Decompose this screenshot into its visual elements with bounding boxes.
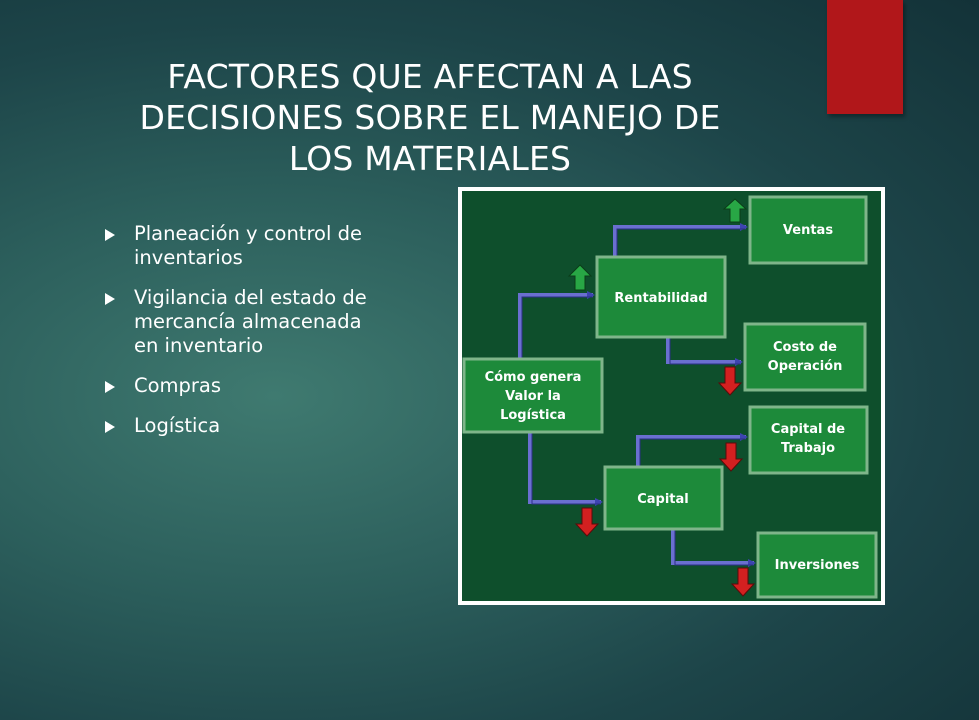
arrow-down-icon bbox=[730, 567, 756, 597]
bullet-text: Vigilancia del estado de bbox=[134, 286, 367, 309]
box-ventas-label: Ventas bbox=[783, 223, 833, 238]
bullet-item-vigilancia: Vigilancia del estado de mercancía almac… bbox=[100, 286, 430, 358]
bullet-arrow-icon bbox=[105, 381, 115, 393]
box-root-line-3: Logística bbox=[500, 408, 566, 423]
bullet-arrow-icon bbox=[105, 229, 115, 241]
connector-root-capital bbox=[528, 432, 603, 506]
box-root-line-2: Valor la bbox=[505, 389, 561, 404]
box-capital-trabajo-line-2: Trabajo bbox=[781, 441, 835, 456]
box-inversiones: Inversiones bbox=[756, 531, 878, 599]
slide-title: FACTORES QUE AFECTAN A LAS DECISIONES SO… bbox=[70, 56, 790, 179]
box-costo-line-2: Operación bbox=[768, 359, 843, 374]
bullet-arrow-icon bbox=[105, 293, 115, 305]
box-costo-line-1: Costo de bbox=[773, 340, 837, 355]
connector-capital-inversiones bbox=[671, 529, 756, 567]
box-capital-label: Capital bbox=[637, 492, 689, 507]
bullet-text: en inventario bbox=[134, 334, 264, 357]
box-root: Cómo genera Valor la Logística bbox=[462, 357, 604, 434]
bullet-item-compras: Compras bbox=[100, 374, 430, 398]
connector-rentabilidad-costo bbox=[666, 337, 743, 366]
bullet-list: Planeación y control de inventarios Vigi… bbox=[100, 222, 430, 454]
box-root-line-1: Cómo genera bbox=[485, 370, 582, 385]
box-rentabilidad: Rentabilidad bbox=[595, 255, 727, 339]
diagram-svg: Cómo genera Valor la Logística Rentabili… bbox=[462, 191, 881, 601]
connector-shadows bbox=[521, 228, 754, 566]
bullet-text: Compras bbox=[134, 374, 222, 397]
bullet-text: Planeación y control de bbox=[134, 222, 362, 245]
box-ventas: Ventas bbox=[748, 195, 868, 265]
bullet-text: Logística bbox=[134, 414, 221, 437]
box-capital-trabajo: Capital de Trabajo bbox=[748, 405, 869, 475]
box-capital-trabajo-line-1: Capital de bbox=[771, 422, 845, 437]
title-line-3: LOS MATERIALES bbox=[288, 139, 572, 178]
logistics-value-diagram: Cómo genera Valor la Logística Rentabili… bbox=[458, 187, 885, 605]
box-rentabilidad-label: Rentabilidad bbox=[614, 291, 707, 306]
bullet-text: inventarios bbox=[134, 246, 243, 269]
box-inversiones-label: Inversiones bbox=[775, 558, 860, 573]
arrow-down-icon bbox=[718, 442, 744, 472]
title-line-1: FACTORES QUE AFECTAN A LAS bbox=[167, 57, 693, 96]
box-costo-operacion: Costo de Operación bbox=[743, 322, 867, 392]
arrow-up-icon bbox=[567, 264, 593, 291]
title-line-2: DECISIONES SOBRE EL MANEJO DE bbox=[139, 98, 721, 137]
box-capital: Capital bbox=[603, 465, 724, 531]
connector-capital-trabajo bbox=[636, 433, 748, 467]
red-accent-tab bbox=[827, 0, 903, 114]
connectors bbox=[518, 223, 756, 567]
bullet-arrow-icon bbox=[105, 421, 115, 433]
connector-rentabilidad-ventas bbox=[613, 223, 748, 257]
arrow-down-icon bbox=[717, 366, 743, 396]
bullet-item-planeacion: Planeación y control de inventarios bbox=[100, 222, 430, 270]
connector-root-rentabilidad bbox=[518, 291, 595, 359]
arrow-down-icon bbox=[574, 507, 600, 537]
bullet-text: mercancía almacenada bbox=[134, 310, 362, 333]
bullet-item-logistica: Logística bbox=[100, 414, 430, 438]
arrow-up-icon bbox=[722, 198, 748, 223]
